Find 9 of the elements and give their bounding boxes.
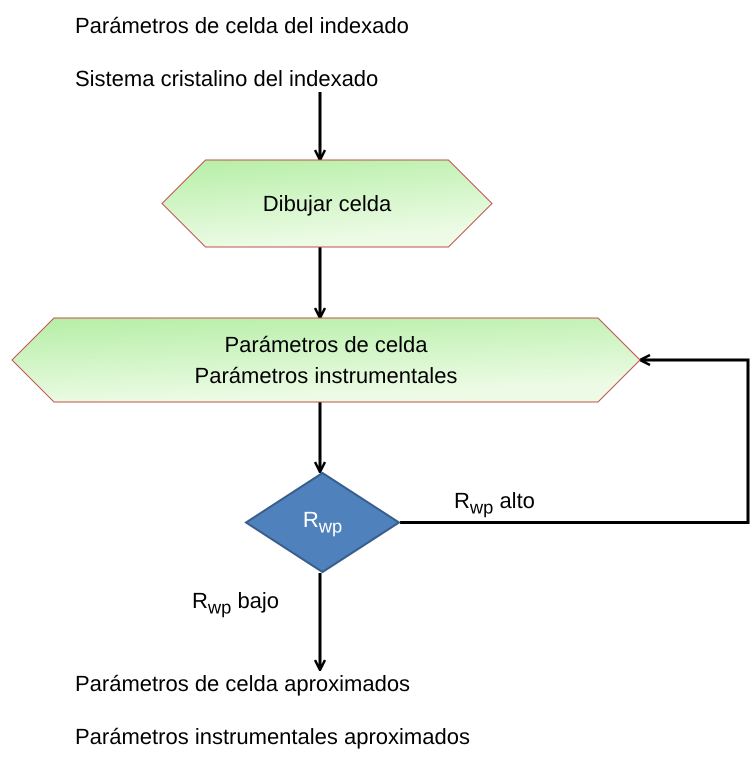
arrow [314, 402, 326, 474]
arrow [314, 573, 326, 672]
arrow [314, 247, 326, 320]
flow-text: Parámetros de celda del indexado [75, 12, 409, 40]
flow-text: Parámetros de celda aproximados [75, 670, 410, 698]
flow-text: Parámetros instrumentales aproximados [75, 722, 470, 750]
arrow [400, 354, 750, 524]
arrow [314, 92, 326, 162]
flow-text: Sistema cristalino del indexado [75, 64, 378, 92]
